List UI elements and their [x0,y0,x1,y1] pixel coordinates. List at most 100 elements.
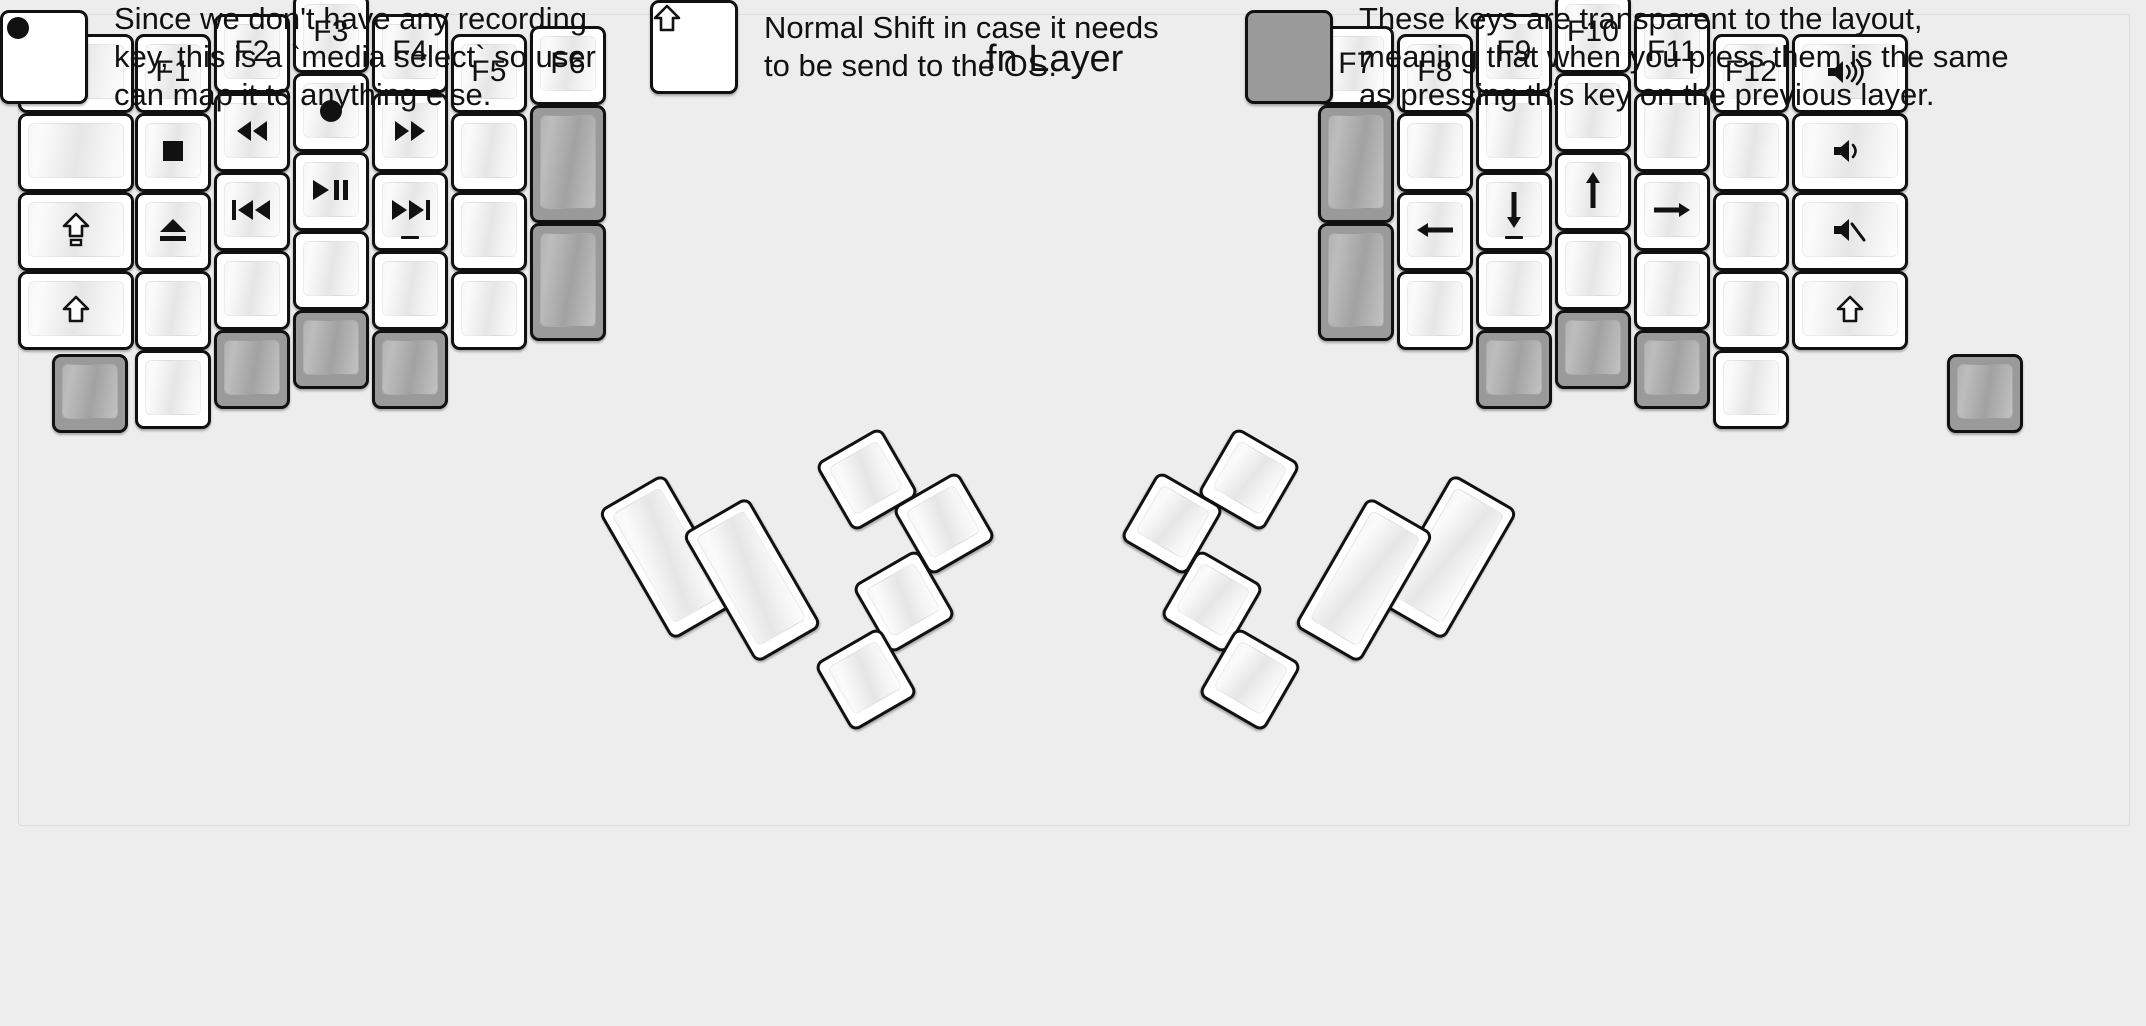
keycap-right-col-outer-right-3[interactable] [1792,271,1908,350]
keycap-left-col-f3-3[interactable] [293,231,369,310]
keycap-right-col-outer-right-4[interactable] [1947,354,2023,433]
keycap-right-col-f12-0[interactable]: F12 [1713,34,1789,113]
shift-arrow-icon [653,3,735,33]
keycap-left-col-f5-0[interactable]: F5 [451,34,527,113]
keycap-face [1175,561,1251,638]
keycap-right-col-f10-3[interactable] [1555,231,1631,310]
keycap-face [1802,202,1898,257]
keycap-right-col-f8-1[interactable] [1397,113,1473,192]
keycap-face: F2 [224,24,280,79]
keycap-right-col-f7-1[interactable] [1318,105,1394,223]
keycap-left-col-outer-left-3[interactable] [18,271,134,350]
keycap-right-col-f12-3[interactable] [1713,271,1789,350]
keycap-face [1135,483,1211,560]
keycap-left-col-f1-4[interactable] [135,350,211,429]
keycap-right-col-f8-3[interactable] [1397,271,1473,350]
record-icon [316,96,346,126]
keycap-right-col-f11-1[interactable] [1634,93,1710,172]
shift-arrow-icon [1836,294,1864,324]
keycap-left-col-f4-0[interactable]: F4 [372,14,448,93]
keycap-right-col-f9-0[interactable]: F9 [1476,14,1552,93]
keycap-face: F7 [1328,36,1384,91]
keycap-label: F1 [155,54,191,88]
keycap-left-col-f4-3[interactable] [372,251,448,330]
keycap-right-col-f12-2[interactable] [1713,192,1789,271]
keycap-right-col-outer-right-2[interactable] [1792,192,1908,271]
keycap-left-col-outer-left-4[interactable] [52,354,128,433]
keycap-right-col-f12-1[interactable] [1713,113,1789,192]
keycap-left-col-f4-2[interactable] [372,172,448,251]
keycap-face: F12 [1723,44,1779,99]
keycap-label: F12 [1724,54,1778,88]
keycap-right-col-f7-2[interactable] [1318,223,1394,341]
keycap-left-col-f4-1[interactable] [372,93,448,172]
keycap-left-col-f2-4[interactable] [214,330,290,409]
keycap-right-col-f9-2[interactable] [1476,172,1552,251]
keycap-right-col-f8-2[interactable] [1397,192,1473,271]
legend-sample-key-1 [650,0,738,94]
keycap-left-col-f5-1[interactable] [451,113,527,192]
keycap-left-col-f3-0[interactable]: F3 [293,0,369,73]
keycap-face [382,103,438,158]
keycap-left-col-f6-1[interactable] [530,105,606,223]
keycap-right-col-f11-4[interactable] [1634,330,1710,409]
keycap-left-col-outer-left-1[interactable] [18,113,134,192]
keycap-face [1802,281,1898,336]
keycap-right-col-f10-4[interactable] [1555,310,1631,389]
legend-item-2: These keys are transparent to the layout… [1245,0,2009,113]
keycap-left-col-f1-1[interactable] [135,113,211,192]
keycap-right-col-f11-2[interactable] [1634,172,1710,251]
caps-lock-icon [62,212,90,248]
keycap-face: F1 [145,44,201,99]
legend-sample-key-face [653,3,735,33]
keycap-right-col-f9-3[interactable] [1476,251,1552,330]
rewind-icon [232,118,272,144]
keycap-left-col-f5-3[interactable] [451,271,527,350]
keycap-face: F11 [1644,24,1700,79]
keycap-face [1212,439,1288,516]
keycap-left-col-f1-2[interactable] [135,192,211,271]
keycap-face [1723,123,1779,178]
legend-text-1: Normal Shift in case it needs to be send… [764,10,1159,83]
legend-sample-key-0 [0,9,88,104]
keycap-right-col-f8-0[interactable]: F8 [1397,34,1473,113]
keycap-face [1565,241,1621,296]
play-pause-icon [309,177,353,203]
keycap-face [28,123,124,178]
keycap-left-col-f6-0[interactable]: F6 [530,26,606,105]
keycap-left-col-f3-1[interactable] [293,73,369,152]
keycap-left-col-f2-3[interactable] [214,251,290,330]
keycap-right-col-outer-right-0[interactable] [1792,34,1908,113]
keycap-right-col-f10-2[interactable] [1555,152,1631,231]
keycap-label: F3 [313,14,349,48]
keycap-face [1644,103,1700,158]
keycap-left-col-f1-3[interactable] [135,271,211,350]
keycap-left-col-f3-2[interactable] [293,152,369,231]
keycap-left-col-f2-2[interactable] [214,172,290,251]
volume-down-icon [1830,136,1870,166]
prev-track-icon [229,197,275,223]
keycap-left-col-f4-4[interactable] [372,330,448,409]
keycap-right-col-f11-3[interactable] [1634,251,1710,330]
legend-item-1: Normal Shift in case it needs to be send… [650,0,1159,94]
keycap-left-col-f2-0[interactable]: F2 [214,14,290,93]
keycap-left-col-f1-0[interactable]: F1 [135,34,211,113]
keycap-left-col-outer-left-2[interactable] [18,192,134,271]
keycap-right-col-f11-0[interactable]: F11 [1634,14,1710,93]
keycap-face [1644,261,1700,316]
keycap-right-col-f9-1[interactable] [1476,93,1552,172]
keycap-left-col-f5-2[interactable] [451,192,527,271]
keycap-right-col-f10-1[interactable] [1555,73,1631,152]
keycap-face [224,340,280,395]
keycap-left-col-f2-1[interactable] [214,93,290,172]
keycap-face [145,281,201,336]
keycap-right-col-f10-0[interactable]: F10 [1555,0,1631,73]
keycap-face [303,241,359,296]
keycap-right-col-f9-4[interactable] [1476,330,1552,409]
keycap-left-col-f3-4[interactable] [293,310,369,389]
keycap-right-col-f12-4[interactable] [1713,350,1789,429]
keycap-face [1328,233,1384,327]
keycap-right-col-outer-right-1[interactable] [1792,113,1908,192]
keycap-left-col-f6-2[interactable] [530,223,606,341]
